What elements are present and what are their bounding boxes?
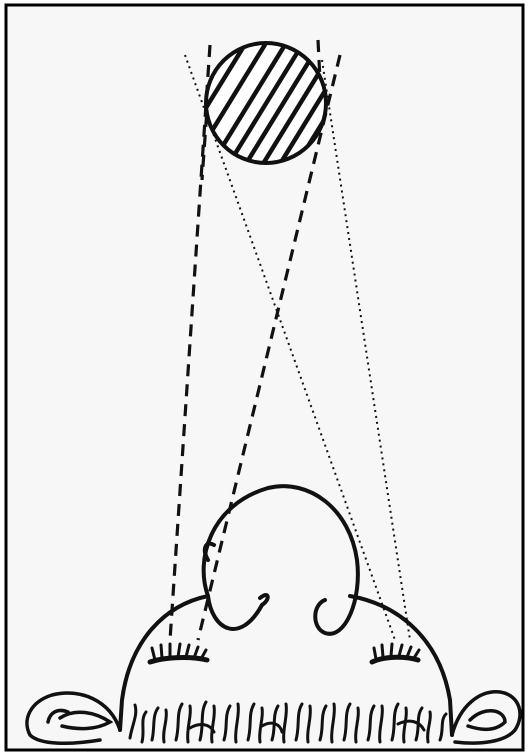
sightline-diagram: [0, 0, 529, 753]
figure-frame: [0, 0, 529, 753]
